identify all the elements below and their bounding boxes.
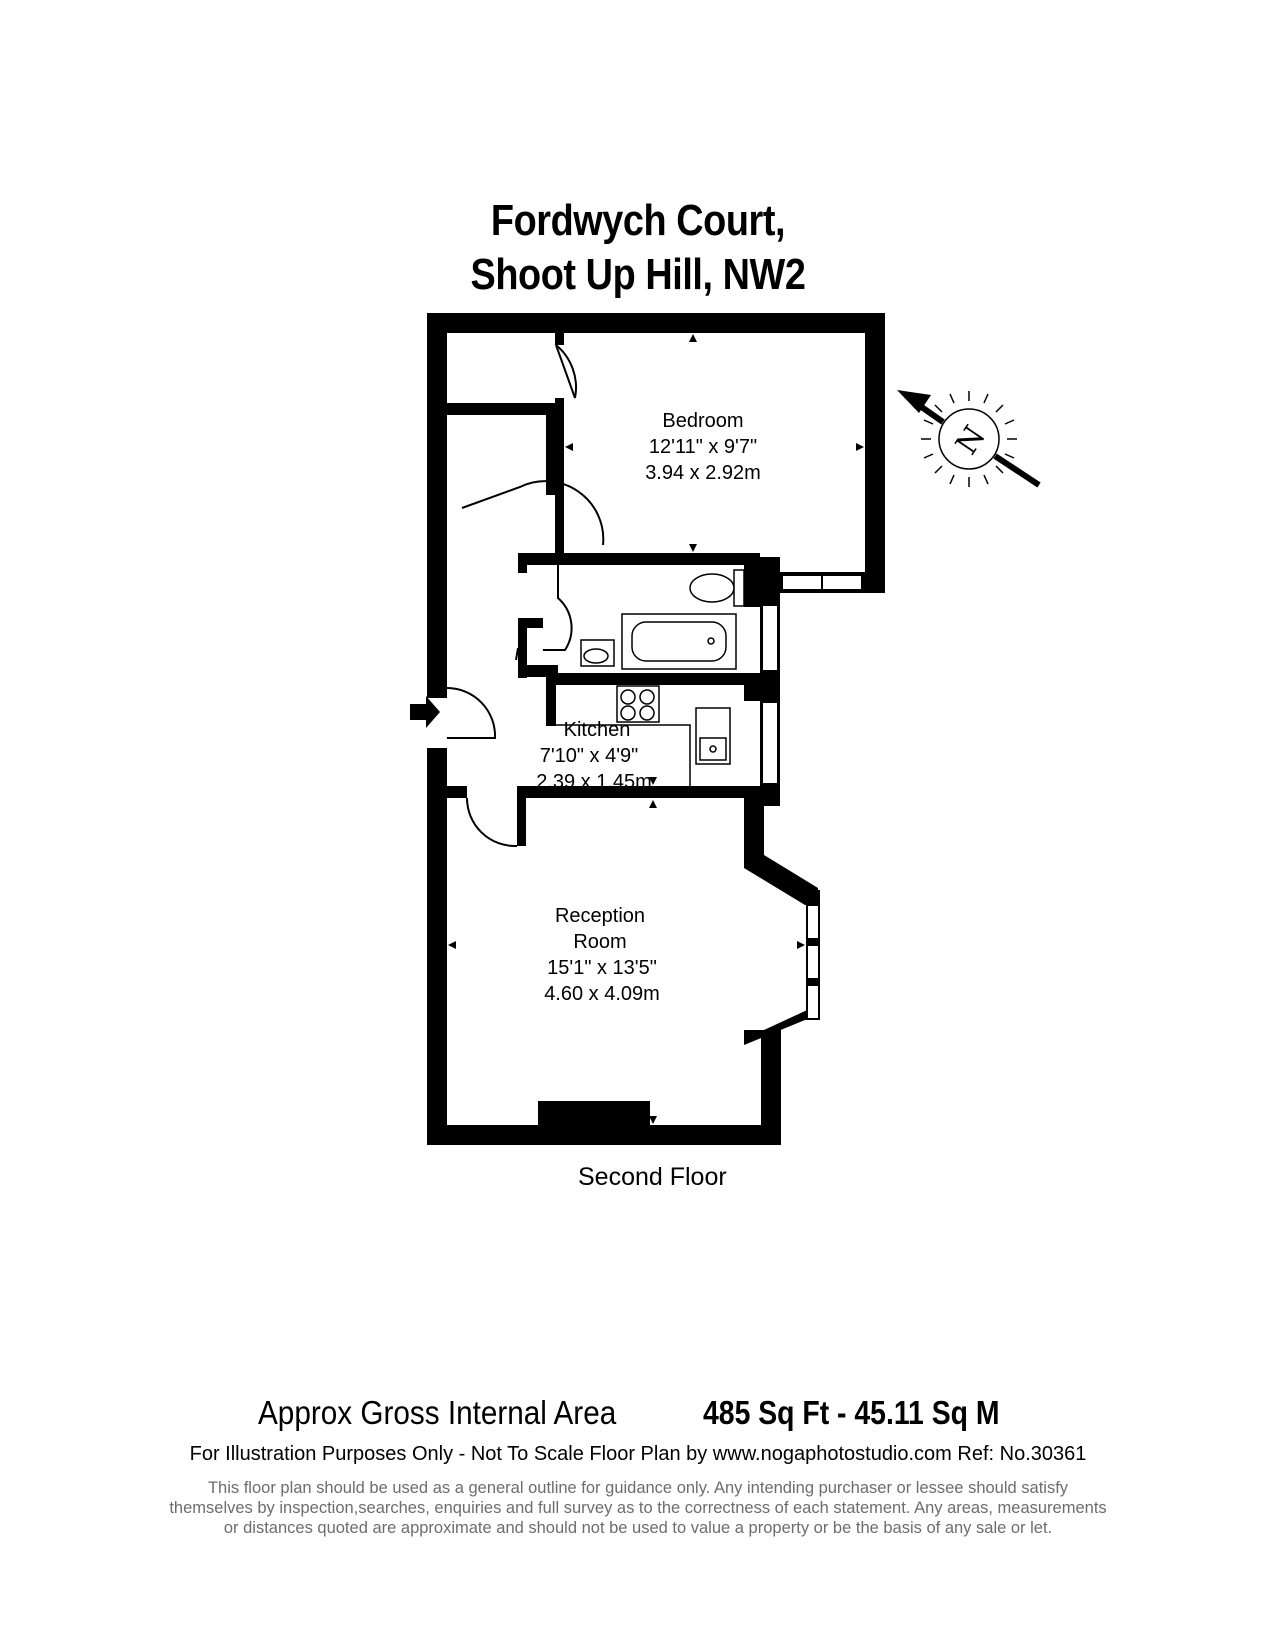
room-label-reception: Reception Room 15'1" x 13'5" 4.60 x 4.09… bbox=[544, 905, 660, 1005]
north-compass-icon: N bbox=[897, 390, 1041, 488]
bedroom-name: Bedroom bbox=[662, 410, 743, 432]
disclaimer-line2: themselves by inspection,searches, enqui… bbox=[169, 1499, 1107, 1517]
kitchen-name: Kitchen bbox=[564, 719, 631, 741]
disclaimer-line3: or distances quoted are approximate and … bbox=[223, 1519, 1053, 1537]
kitchen-fixtures bbox=[556, 685, 731, 786]
kitchen-imperial: 7'10" x 4'9" bbox=[540, 745, 639, 767]
reception-name-line1: Reception bbox=[555, 905, 645, 927]
room-label-kitchen: Kitchen 7'10" x 4'9" 2.39 x 1.45m bbox=[536, 719, 652, 793]
room-label-bedroom: Bedroom 12'11" x 9'7" 3.94 x 2.92m bbox=[645, 410, 761, 484]
bedroom-metric: 3.94 x 2.92m bbox=[645, 462, 761, 484]
bedroom-imperial: 12'11" x 9'7" bbox=[649, 436, 757, 458]
toilet-bowl bbox=[689, 573, 735, 603]
toilet-cistern bbox=[733, 569, 745, 607]
reception-imperial: 15'1" x 13'5" bbox=[547, 957, 657, 979]
entrance-arrow-icon bbox=[410, 696, 440, 728]
plan-title-line1: Fordwych Court, bbox=[490, 196, 786, 245]
plan-title-line2: Shoot Up Hill, NW2 bbox=[470, 250, 806, 299]
floor-plan: N Bedroom 12'11" x 9'7" 3.94 x 2.92m Kit… bbox=[410, 313, 1041, 1145]
area-label: Approx Gross Internal Area bbox=[258, 1394, 617, 1431]
bathroom-fixtures bbox=[580, 569, 745, 670]
reception-metric: 4.60 x 4.09m bbox=[544, 983, 660, 1005]
info-line: For Illustration Purposes Only - Not To … bbox=[189, 1443, 1087, 1465]
dimension-markers bbox=[448, 334, 864, 1124]
disclaimer-line1: This floor plan should be used as a gene… bbox=[207, 1479, 1069, 1497]
windows bbox=[761, 574, 863, 1020]
internal-walls bbox=[447, 333, 760, 846]
disclaimer: This floor plan should be used as a gene… bbox=[138, 1478, 1138, 1538]
doors bbox=[446, 344, 605, 848]
reception-name-line2: Room bbox=[573, 931, 626, 953]
floor-label: Second Floor bbox=[578, 1163, 727, 1191]
kitchen-metric: 2.39 x 1.45m bbox=[536, 771, 652, 793]
area-value: 485 Sq Ft - 45.11 Sq M bbox=[703, 1394, 1000, 1431]
outer-walls bbox=[427, 313, 885, 1145]
